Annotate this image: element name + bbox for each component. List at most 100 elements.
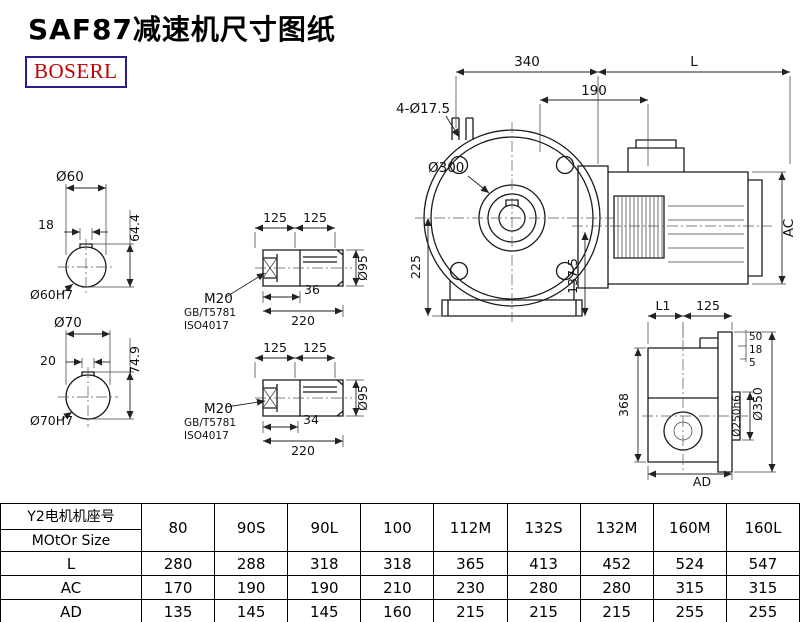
table-cell: 280: [140, 551, 216, 576]
table-header-row: Y2电机机座号 MOtOr Size 80 90S 90L 100 112M 1…: [0, 503, 800, 552]
std-gb: GB/T5781: [184, 417, 236, 429]
table-cell: 524: [652, 551, 727, 576]
motor-body-lines: [668, 205, 744, 263]
table-cell: 145: [287, 599, 362, 622]
table-row-AC: AC 170 190 190 210 230 280 280 315 315: [0, 575, 800, 600]
table-cell: 280: [579, 575, 654, 600]
dim-125a: 125: [263, 340, 287, 355]
std-gb: GB/T5781: [184, 307, 236, 319]
dim-340: 340: [514, 54, 540, 70]
table-cell: 215: [579, 599, 654, 622]
table-cell: 255: [652, 599, 727, 622]
thread-label: M20: [204, 291, 233, 307]
dim-d95: Ø95: [355, 255, 370, 281]
table-cell: 315: [652, 575, 727, 600]
dim-644: 64.4: [127, 214, 142, 242]
motor-size-table: Y2电机机座号 MOtOr Size 80 90S 90L 100 112M 1…: [0, 503, 800, 622]
table-cell: 280: [506, 575, 581, 600]
table-cell: 215: [433, 599, 508, 622]
size-col-header: 80: [140, 503, 216, 552]
dim-225: 225: [408, 255, 423, 279]
dim-125: 125: [696, 298, 720, 313]
dim-5: 5: [749, 357, 756, 369]
size-col-header: 160M: [652, 503, 727, 552]
flange-hole-marks: [451, 117, 474, 140]
header-line1: Y2电机机座号: [1, 504, 141, 530]
thread-label: M20: [204, 401, 233, 417]
dim-368: 368: [616, 393, 631, 417]
table-cell: 413: [506, 551, 581, 576]
dim-125b: 125: [303, 210, 327, 225]
bolt-hole: [449, 261, 469, 281]
dim-holes: 4-Ø17.5: [396, 101, 450, 117]
shaft-detail-1: 125 125 M20 GB/T5781 ISO4017 36 220 Ø95: [184, 210, 370, 332]
table-cell: 215: [506, 599, 581, 622]
page-title: SAF87减速机尺寸图纸: [28, 13, 336, 46]
bolt-hole: [555, 155, 575, 175]
size-col-header: 90L: [287, 503, 362, 552]
dim-AC: AC: [781, 219, 797, 237]
table-row-L: L 280 288 318 318 365 413 452 524 547: [0, 551, 800, 576]
dim-d300: Ø300: [428, 160, 464, 176]
hollow-shaft-70-view: Ø70 20 74.9 Ø70H7: [30, 315, 142, 428]
bolt-hole: [555, 261, 575, 281]
size-col-header: 90S: [214, 503, 289, 552]
motor-fins: [617, 196, 663, 258]
dim-d70h7: Ø70H7: [30, 413, 73, 428]
dim-190: 190: [581, 83, 607, 99]
boserl-logo-text: BOSERL: [34, 59, 118, 83]
header-line2: MOtOr Size: [31, 533, 111, 549]
dim-d60: Ø60: [56, 169, 84, 185]
motor-fin-zone: [613, 195, 665, 259]
technical-drawing: 340 L 190 4-Ø17.5 Ø300 225 137.5 AC Ø60 …: [30, 54, 797, 489]
std-iso: ISO4017: [184, 430, 229, 442]
table-cell: 318: [360, 551, 435, 576]
dim-34: 34: [303, 412, 319, 427]
size-col-header: 132M: [579, 503, 654, 552]
dim-key18: 18: [38, 217, 54, 232]
table-cell: 452: [579, 551, 654, 576]
hollow-shaft-60-view: Ø60 18 64.4 Ø60H7: [30, 169, 142, 302]
dim-d350: Ø350: [750, 387, 765, 421]
size-col-header: 112M: [433, 503, 508, 552]
table-cell: 315: [725, 575, 800, 600]
table-cell: 170: [140, 575, 216, 600]
bolt-hole: [449, 155, 469, 175]
table-cell: 135: [140, 599, 216, 622]
table-cell: 547: [725, 551, 800, 576]
table-cell: 145: [214, 599, 289, 622]
size-col-header: 132S: [506, 503, 581, 552]
dim-220: 220: [291, 313, 315, 328]
dim-L1: L1: [656, 298, 671, 313]
row-label: L: [0, 551, 142, 576]
table-cell: 190: [214, 575, 289, 600]
table-cell: 160: [360, 599, 435, 622]
dim-key20: 20: [40, 353, 56, 368]
table-cell: 210: [360, 575, 435, 600]
dim-125b: 125: [303, 340, 327, 355]
table-cell: 318: [287, 551, 362, 576]
dim-AD: AD: [693, 474, 711, 489]
dim-L: L: [690, 54, 698, 70]
table-cell: 255: [725, 599, 800, 622]
table-cell: 230: [433, 575, 508, 600]
motor-outline: [577, 139, 763, 289]
dim-749: 74.9: [127, 346, 142, 374]
table-row-AD: AD 135 145 145 160 215 215 215 255 255: [0, 599, 800, 622]
dim-125a: 125: [263, 210, 287, 225]
dim-220: 220: [291, 443, 315, 458]
dim-d95: Ø95: [355, 385, 370, 411]
table-cell: 190: [287, 575, 362, 600]
std-iso: ISO4017: [184, 320, 229, 332]
dim-36: 36: [304, 282, 320, 297]
front-view: 340 L 190 4-Ø17.5 Ø300 225 137.5 AC: [396, 54, 797, 322]
table-header-motor-size: Y2电机机座号 MOtOr Size: [0, 503, 142, 552]
dim-18: 18: [749, 344, 762, 356]
size-col-header: 100: [360, 503, 435, 552]
housing-base: [441, 281, 583, 317]
dim-137-5: 137.5: [565, 258, 580, 294]
boserl-logo: BOSERL: [25, 56, 127, 88]
side-view: L1 125 50 18 5 368 Ø250h6 Ø350 AD: [616, 298, 776, 489]
table-cell: 365: [433, 551, 508, 576]
